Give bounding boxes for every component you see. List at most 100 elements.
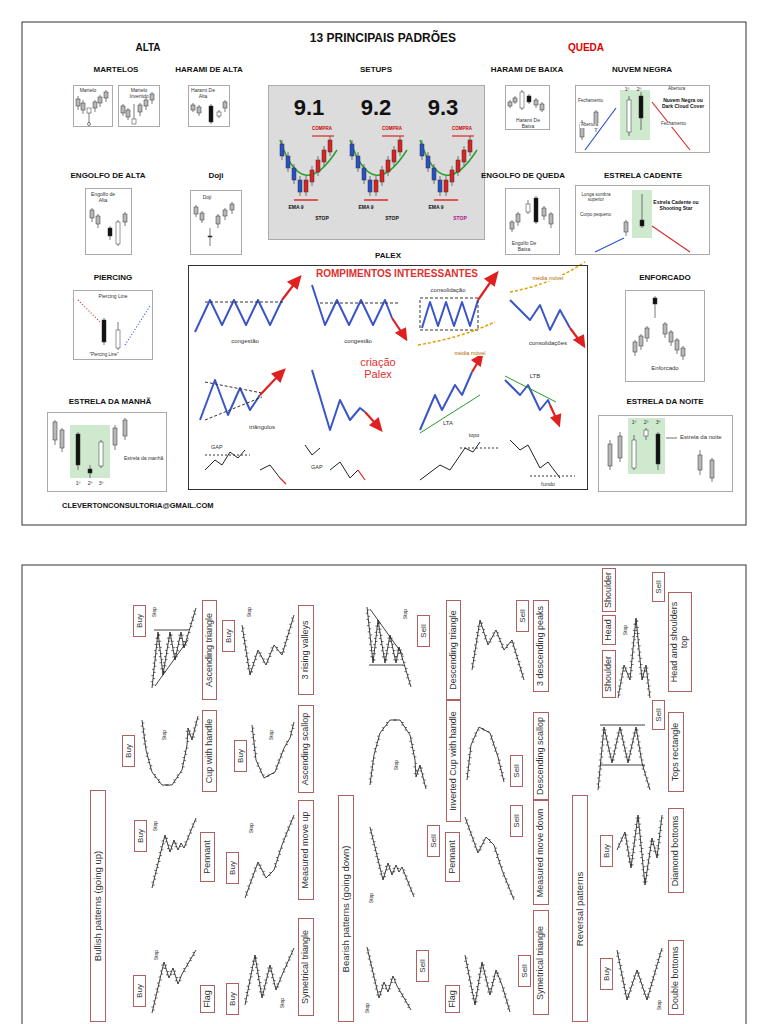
candle-body (280, 144, 284, 156)
candle-body (508, 102, 512, 106)
candle-body (88, 469, 92, 473)
price-tick (628, 847, 630, 848)
pattern-name: Inverted Cup with handle (449, 711, 459, 811)
price-tick (382, 730, 384, 731)
price-tick (635, 630, 637, 631)
stop-label: Stop (153, 820, 159, 832)
price-tick (178, 635, 180, 636)
price-tick (243, 628, 245, 629)
price-tick (186, 748, 188, 749)
price-tick (510, 891, 512, 892)
pattern-name-box: Head (602, 615, 616, 645)
stop-label: Stop (249, 822, 255, 834)
price-tick (421, 777, 423, 778)
price-tick (646, 997, 648, 998)
price-tick (405, 668, 407, 669)
stop-label: Stop (623, 624, 629, 636)
price-tick (635, 627, 637, 628)
price-tick (379, 623, 381, 624)
price-tick (640, 830, 642, 831)
price-tick (189, 632, 191, 633)
price-tick (619, 695, 621, 696)
pattern-name: Head (604, 619, 614, 641)
pattern-name: Cup with handle (205, 719, 215, 784)
price-tick (645, 872, 647, 873)
price-tick (259, 868, 261, 869)
pattern-heading: HARAMI DE ALTA (175, 66, 242, 75)
price-tick (153, 663, 155, 664)
candle-body (656, 434, 660, 464)
signal-text: Buy (224, 629, 233, 643)
price-tick (633, 836, 635, 837)
price-tick (643, 994, 645, 995)
candle-body (123, 420, 127, 436)
price-tick (607, 751, 609, 752)
price-tick (193, 737, 195, 738)
price-tick (635, 733, 637, 734)
price-tick (631, 855, 633, 856)
price-tick (162, 665, 164, 666)
price-tick (622, 677, 624, 678)
price-tick (393, 871, 395, 872)
pattern-name: Bullish patterns (going up) (93, 851, 103, 961)
price-tick (516, 658, 518, 659)
price-tick (630, 861, 632, 862)
price-tick (648, 695, 650, 696)
price-tick (292, 728, 294, 729)
price-tick (472, 742, 474, 743)
price-tick (252, 662, 254, 663)
price-tick (497, 973, 499, 974)
price-tick (253, 734, 255, 735)
price-tick (146, 747, 148, 748)
price-tick (373, 659, 375, 660)
candle-body (710, 460, 714, 478)
price-tick (371, 647, 373, 648)
price-tick (255, 659, 257, 660)
candle-body (540, 104, 544, 110)
contact-email: CLEVERTONCONSULTORIA@GMAIL.COM (62, 502, 213, 510)
price-tick (272, 773, 274, 774)
pattern-label: 1º (632, 420, 637, 426)
price-tick (189, 958, 191, 959)
price-tick (470, 835, 472, 836)
signal-box: Sell (510, 805, 523, 837)
price-tick (245, 656, 247, 657)
price-tick (191, 737, 193, 738)
pattern-name-box: 3 descending peaks (533, 600, 549, 692)
price-tick (479, 983, 481, 984)
price-tick (389, 641, 391, 642)
price-tick (192, 734, 194, 735)
price-tick (385, 985, 387, 986)
price-tick (625, 668, 627, 669)
price-tick (375, 742, 377, 743)
price-tick (170, 644, 172, 645)
price-tick (621, 730, 623, 731)
price-tick (634, 736, 636, 737)
price-tick (645, 881, 647, 882)
price-tick (402, 722, 404, 723)
price-tick (637, 821, 639, 822)
price-tick (481, 623, 483, 624)
price-tick (468, 826, 470, 827)
price-tick (637, 976, 639, 977)
pattern-name-box: Measured move up (298, 800, 314, 900)
price-tick (645, 677, 647, 678)
price-tick (632, 636, 634, 637)
price-tick (494, 751, 496, 752)
price-tick (635, 839, 637, 840)
price-tick (639, 652, 641, 653)
candle-body (386, 160, 390, 172)
price-tick (650, 982, 652, 983)
price-tick (193, 955, 195, 956)
price-tick (658, 848, 660, 849)
candle-body (374, 180, 378, 192)
price-tick (473, 838, 475, 839)
top-panel (22, 22, 746, 525)
price-tick (599, 760, 601, 761)
price-tick (472, 739, 474, 740)
price-tick (416, 770, 418, 771)
price-tick (413, 894, 415, 895)
price-tick (158, 782, 160, 783)
price-tick (276, 769, 278, 770)
pattern-name: Ascending scallop (301, 713, 311, 786)
